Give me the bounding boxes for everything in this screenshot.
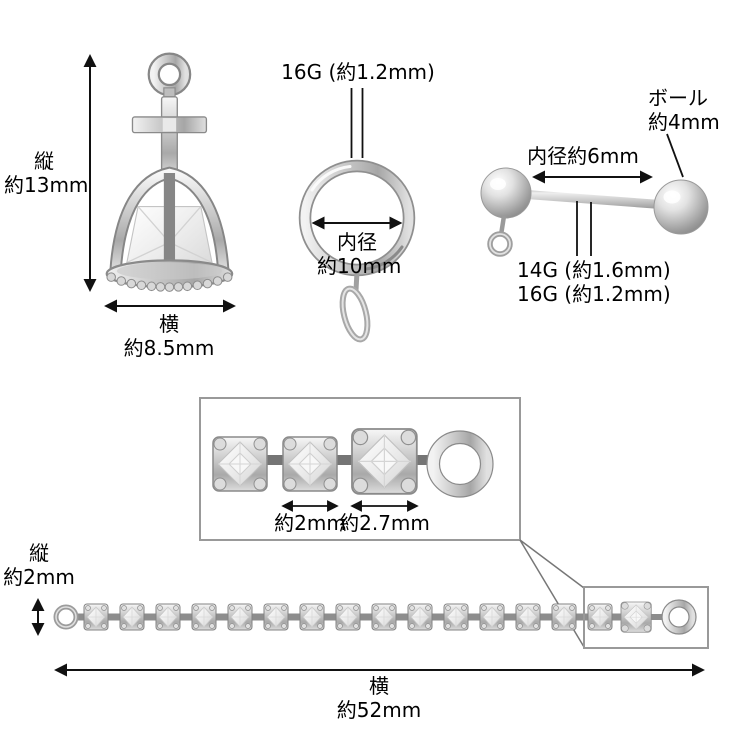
ring-dimension-lines (311, 88, 403, 230)
chain-detail-callout (199, 397, 585, 648)
chain-width-label-line1: 横 (369, 674, 389, 698)
crown-base-beads (106, 272, 233, 292)
chain-stone-large-label: 約2.7mm (338, 511, 431, 535)
barbell-ball-label-line2: 約4mm (648, 110, 720, 134)
ring-inner-diameter-label: 内径 約10mm (317, 230, 402, 278)
chain-stone-small-label-text: 約2mm (274, 511, 346, 535)
chain-width-label-line2: 約52mm (336, 698, 422, 722)
ring-figure (298, 159, 416, 343)
ring-inner-label-line1: 内径 (337, 230, 377, 254)
chain-height-label: 縦 約2mm (2, 541, 76, 589)
barbell-figure (480, 167, 709, 257)
chain-height-label-line1: 縦 (29, 541, 49, 565)
barbell-inner-label-text: 内径約6mm (527, 144, 639, 168)
barbell-inner-diameter-label: 内径約6mm (510, 144, 656, 168)
barbell-gauge-labels: 14G (約1.6mm) 16G (約1.2mm) (517, 258, 687, 306)
barbell-dimension-lines (532, 133, 684, 256)
barbell-gauge16-label: 16G (約1.2mm) (517, 282, 671, 306)
crown-width-label: 横 約8.5mm (119, 312, 219, 360)
crown-charm-figure (105, 52, 234, 292)
chain-width-label: 横 約52mm (323, 674, 435, 722)
crown-height-label-line2: 約13mm (4, 173, 89, 197)
crown-width-label-line1: 横 (159, 312, 179, 336)
chain-height-label-line2: 約2mm (3, 565, 75, 589)
ring-gauge-label: 16G (約1.2mm) (277, 60, 439, 84)
chain-highlight-box (583, 586, 709, 649)
magnification-lines (519, 539, 585, 648)
rhinestone-chain-figure (53, 586, 709, 649)
crown-height-label: 縦 約13mm (4, 149, 89, 197)
chain-stone-large-label-text: 約2.7mm (339, 511, 430, 535)
crown-width-label-line2: 約8.5mm (123, 336, 215, 360)
ring-gauge-label-text: 16G (約1.2mm) (281, 60, 435, 84)
ring-inner-label-line2: 約10mm (317, 254, 402, 278)
barbell-gauge14-label: 14G (約1.6mm) (517, 258, 671, 282)
chain-stone-small-label: 約2mm (272, 511, 348, 535)
barbell-ball-label-line1: ボール (648, 86, 708, 110)
chain-dimension-lines (31, 598, 705, 677)
crown-dimension-lines (83, 54, 236, 313)
crown-height-label-line1: 縦 (34, 149, 54, 173)
barbell-ball-label: ボール 約4mm (648, 86, 740, 134)
